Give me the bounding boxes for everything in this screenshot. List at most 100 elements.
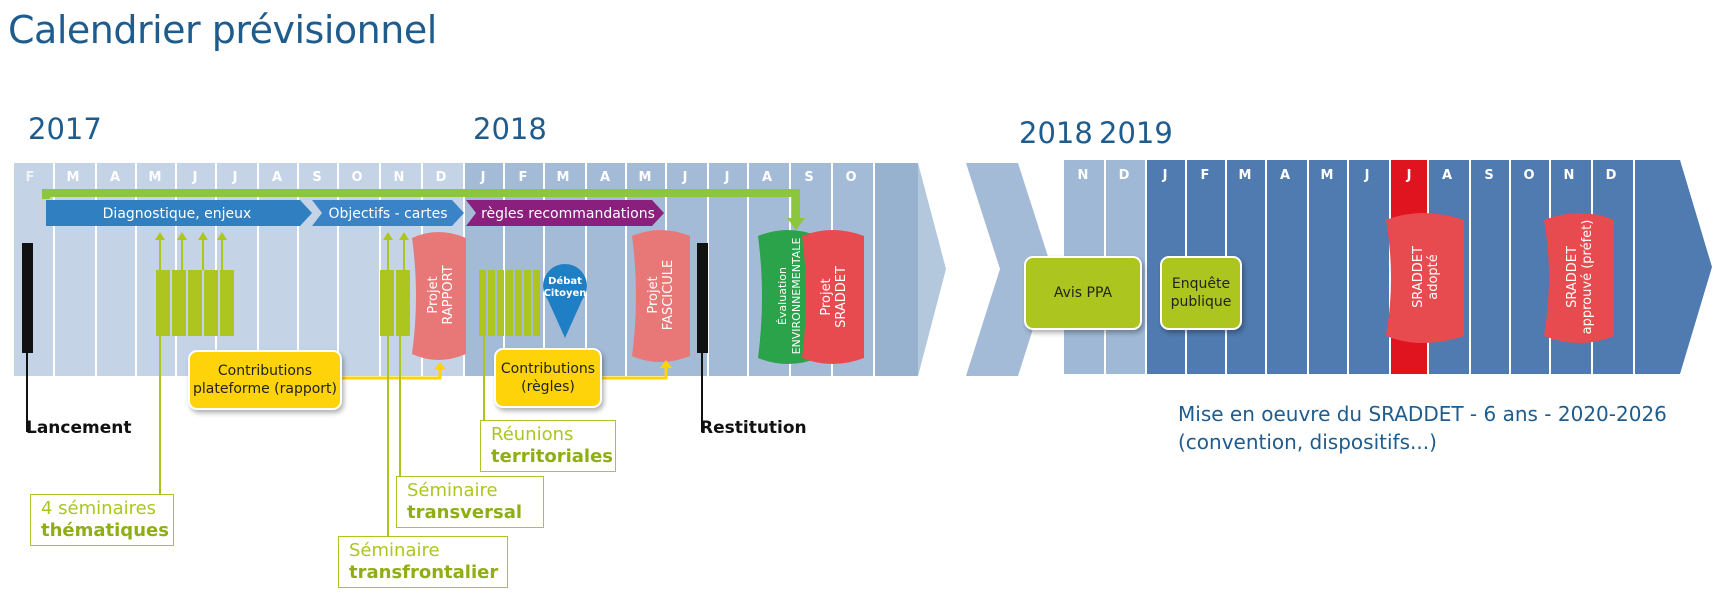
lancement-label: Lancement [26, 418, 132, 438]
month-label: A [761, 170, 773, 185]
phase-connector-arrow [42, 189, 805, 230]
month-label: D [1118, 168, 1130, 183]
month-label: M [148, 170, 162, 185]
doc-label-line: SRADDET [1411, 246, 1426, 308]
projet-rapport-label: Projet RAPPORT [426, 235, 456, 355]
month-label: M [66, 170, 80, 185]
doc-label-line: RAPPORT [441, 265, 456, 325]
seminaires-thematiques-bars [156, 270, 234, 336]
contributions-connectors [340, 366, 668, 380]
callout-line-bold: thématiques [41, 520, 169, 541]
sraddet-approuve-shape [1544, 213, 1614, 343]
projet-fascicule-shape [632, 230, 690, 362]
callout-line: 4 séminaires [41, 498, 157, 519]
lancement-marker [22, 243, 33, 353]
doc-label-line: Projet [646, 276, 661, 314]
sraddet-approuve-label: SRADDET approuvé (préfet) [1565, 209, 1595, 345]
evaluation-shape [758, 230, 818, 364]
month-label: J [232, 170, 238, 185]
month-label: S [1484, 168, 1494, 183]
doc-label-line: SRADDET [1565, 246, 1580, 308]
projet-rapport-shape [412, 232, 466, 360]
phase-diagnostique-label: Diagnostique, enjeux [102, 206, 252, 222]
month-label: A [109, 170, 121, 185]
month-label: F [1200, 168, 1210, 183]
month-label: D [435, 170, 447, 185]
page-title: Calendrier prévisionnel [8, 8, 437, 52]
month-label: A [271, 170, 283, 185]
projet-sraddet-shape [802, 230, 864, 364]
box-line: Enquête [1171, 276, 1231, 292]
debat-line: Citoyen [543, 288, 587, 299]
seminaires-thematiques-callout: 4 séminaires thématiques [30, 494, 174, 546]
projet-fascicule-label: Projet FASCICULE [646, 235, 676, 355]
doc-label-line: adopté [1426, 254, 1441, 300]
month-label: J [480, 170, 486, 185]
month-label: J [724, 170, 730, 185]
callout-line: Séminaire [407, 480, 498, 501]
evaluation-label: Évaluation ENVIRONNEMENTALE [776, 230, 804, 362]
callout-line: Séminaire [349, 540, 440, 561]
month-label: M [1320, 168, 1334, 183]
month-label: D [1605, 168, 1617, 183]
box-line: Contributions [500, 361, 596, 377]
seminaires-transversal-bars [380, 270, 410, 336]
reunions-territoriales-callout: Réunions territoriales [480, 420, 616, 472]
reunions-territoriales-bars [479, 270, 540, 336]
month-label: J [1364, 168, 1370, 183]
month-label: O [845, 170, 857, 185]
month-label: J [682, 170, 688, 185]
doc-label-line: Projet [426, 276, 441, 314]
month-label: M [556, 170, 570, 185]
phase-regles-label: règles recommandations [481, 206, 655, 222]
doc-label-line: approuvé (préfet) [1580, 219, 1595, 335]
doc-label-line: FASCICULE [661, 259, 676, 331]
month-label: S [312, 170, 322, 185]
implementation-text: Mise en oeuvre du SRADDET - 6 ans - 2020… [1178, 400, 1667, 456]
callout-line-bold: territoriales [491, 446, 613, 467]
phase-regles-arrow [466, 200, 664, 226]
month-label: J [192, 170, 198, 185]
callout-line-bold: transfrontalier [349, 562, 499, 583]
year-2019: 2019 [1099, 116, 1173, 150]
month-label: F [518, 170, 528, 185]
doc-label-line: ENVIRONNEMENTALE [790, 237, 803, 355]
enquete-publique-box: Enquête publique [1160, 256, 1242, 330]
projet-sraddet-label: Projet SRADDET [819, 237, 849, 357]
callout-line-bold: transversal [407, 502, 523, 523]
doc-label-line: Projet [819, 278, 834, 316]
doc-label-line: Évaluation [776, 266, 789, 326]
implementation-line: Mise en oeuvre du SRADDET - 6 ans - 2020… [1178, 402, 1667, 426]
year-2017: 2017 [28, 112, 102, 146]
implementation-line: (convention, dispositifs...) [1178, 430, 1437, 454]
month-label: O [1523, 168, 1535, 183]
box-line: publique [1170, 294, 1232, 310]
callout-line: Réunions [491, 424, 574, 445]
sraddet-adopte-shape [1386, 213, 1464, 343]
debat-citoyen-pin [543, 264, 587, 338]
month-label: J [1162, 168, 1168, 183]
month-label: N [1077, 168, 1089, 183]
year-2018-second: 2018 [1019, 116, 1093, 150]
year-2018: 2018 [473, 112, 547, 146]
phase-objectifs-arrow [312, 200, 464, 226]
month-label: J [1406, 168, 1412, 183]
avis-ppa-box: Avis PPA [1024, 256, 1142, 330]
month-label: S [804, 170, 814, 185]
box-line: plateforme (rapport) [192, 381, 337, 397]
phase-objectifs-label: Objectifs - cartes [328, 206, 448, 222]
seminar-callout-lines [159, 336, 485, 552]
month-label: M [1238, 168, 1252, 183]
debat-citoyen-label: Débat Citoyen [541, 276, 589, 300]
sraddet-adopte-label: SRADDET adopté [1411, 217, 1441, 337]
month-label: N [393, 170, 405, 185]
month-label: A [1441, 168, 1453, 183]
month-label: O [351, 170, 363, 185]
phase-diagnostique-arrow [46, 200, 312, 226]
box-line: (règles) [521, 379, 575, 395]
restitution-label: Restitution [700, 418, 807, 438]
month-label: A [1279, 168, 1291, 183]
box-line: Contributions [217, 363, 313, 379]
contributions-rapport-box: Contributions plateforme (rapport) [188, 350, 342, 410]
